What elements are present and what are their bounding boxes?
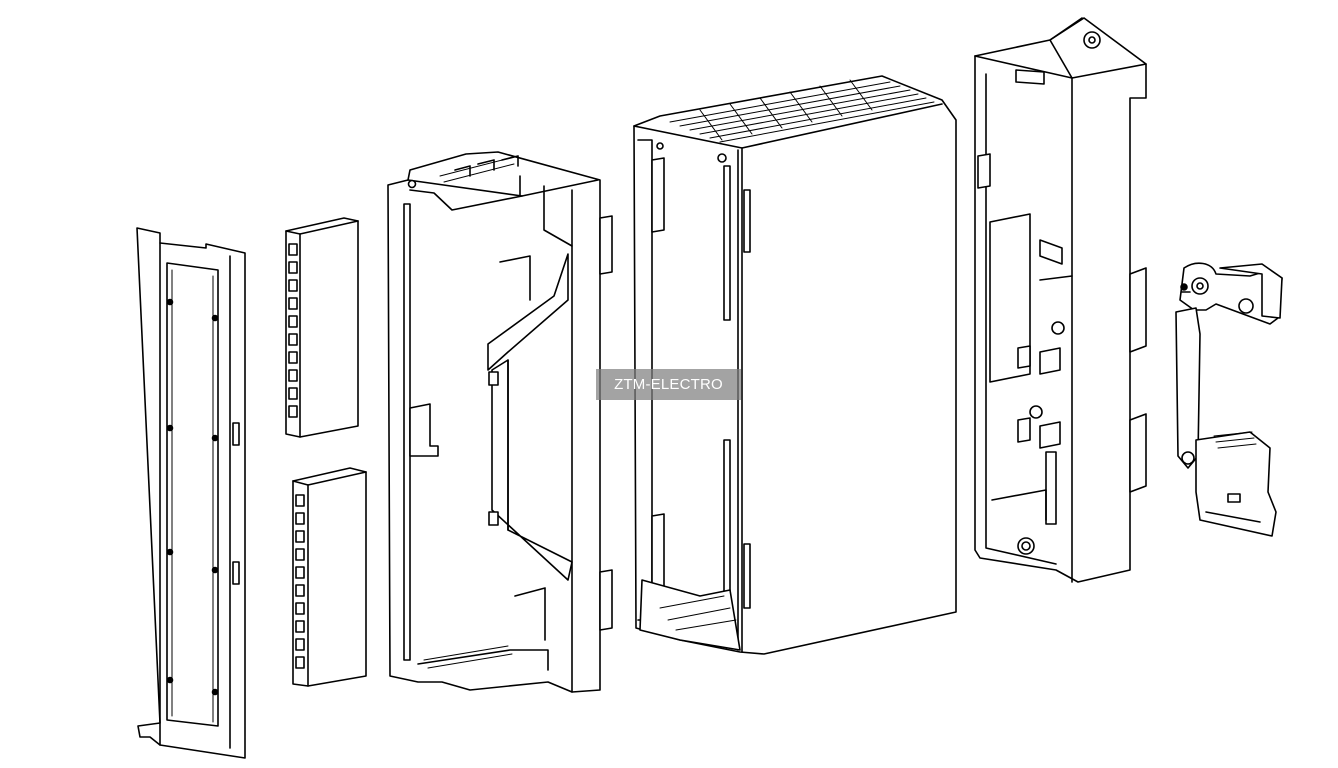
- terminal-frame-part: [387, 151, 613, 693]
- main-housing-part: [633, 75, 957, 655]
- terminal-strip-upper: [285, 217, 359, 438]
- watermark-label: ZTM-ELECTRO: [596, 369, 741, 400]
- rear-base-part: [974, 17, 1147, 583]
- terminal-strip-lower: [292, 467, 367, 687]
- front-cover-part: [136, 227, 246, 759]
- din-latch-part: [1175, 262, 1283, 537]
